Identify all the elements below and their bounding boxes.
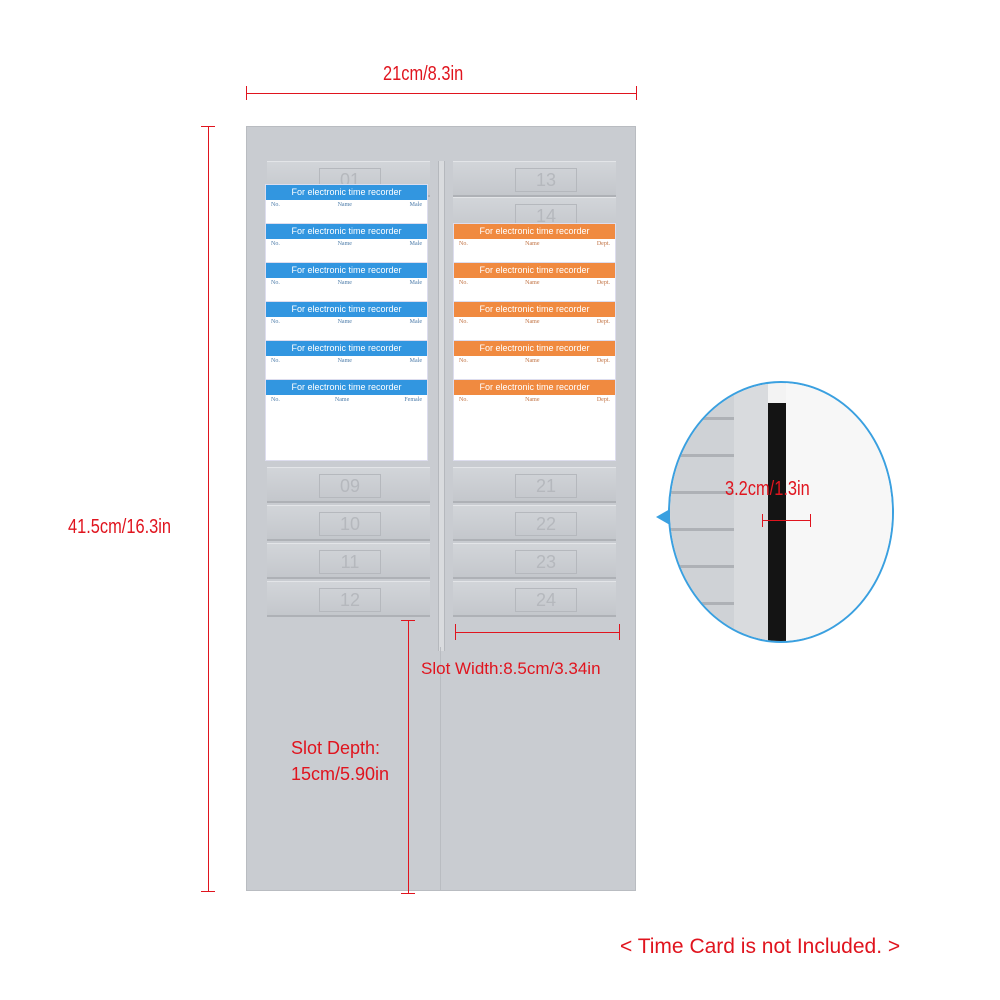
slot-left-12: 12 xyxy=(267,581,430,617)
thickness-tick-right xyxy=(810,514,811,527)
rack-edge-detail xyxy=(670,383,740,641)
card-header: For electronic time recorder xyxy=(454,302,615,317)
slot-number: 13 xyxy=(515,168,577,192)
height-dimension-line xyxy=(208,126,209,891)
card-header: For electronic time recorder xyxy=(266,185,427,200)
time-card-rack: 01 09 10 11 12 13 14 21 22 23 24 For ele… xyxy=(246,126,636,891)
rack-center-divider xyxy=(438,161,445,651)
card-header: For electronic time recorder xyxy=(266,380,427,395)
height-tick-top xyxy=(201,126,215,127)
width-tick-right xyxy=(636,86,637,100)
zoom-pointer xyxy=(656,509,670,525)
slot-left-10: 10 xyxy=(267,505,430,541)
height-tick-bottom xyxy=(201,891,215,892)
slot-right-23: 23 xyxy=(453,543,616,579)
card-header: For electronic time recorder xyxy=(454,263,615,278)
slot-width-label: Slot Width:8.5cm/3.34in xyxy=(421,659,601,678)
thickness-label: 3.2cm/1.3in xyxy=(725,478,810,500)
width-label: 21cm/8.3in xyxy=(383,63,464,85)
slot-number: 21 xyxy=(515,474,577,498)
slot-depth-label-line1: Slot Depth: xyxy=(291,738,381,758)
slot-width-tick-left xyxy=(455,624,456,640)
card-header: For electronic time recorder xyxy=(454,224,615,239)
slot-number: 12 xyxy=(319,588,381,612)
card-header: For electronic time recorder xyxy=(266,263,427,278)
slot-depth-tick-top xyxy=(401,620,415,621)
slot-depth-label-line2: 15cm/5.90in xyxy=(291,764,390,784)
slot-number: 11 xyxy=(319,550,381,574)
slot-left-09: 09 xyxy=(267,467,430,503)
white-panel-detail xyxy=(786,383,892,641)
card-header: For electronic time recorder xyxy=(266,302,427,317)
slot-number: 24 xyxy=(515,588,577,612)
slot-depth-line xyxy=(408,620,409,893)
slot-right-24: 24 xyxy=(453,581,616,617)
card-header: For electronic time recorder xyxy=(454,341,615,356)
slot-depth-tick-bottom xyxy=(401,893,415,894)
slot-width-line xyxy=(455,632,619,633)
slot-left-11: 11 xyxy=(267,543,430,579)
slot-number: 10 xyxy=(319,512,381,536)
thickness-line xyxy=(762,520,810,521)
not-included-note: < Time Card is not Included. > xyxy=(620,935,901,958)
slot-number: 22 xyxy=(515,512,577,536)
slot-width-tick-right xyxy=(619,624,620,640)
height-label: 41.5cm/16.3in xyxy=(68,516,172,538)
card-header: For electronic time recorder xyxy=(266,224,427,239)
width-dimension-line xyxy=(246,93,636,94)
thickness-tick-left xyxy=(762,514,763,527)
card-header: For electronic time recorder xyxy=(266,341,427,356)
slot-number: 23 xyxy=(515,550,577,574)
slot-right-21: 21 xyxy=(453,467,616,503)
card-header: For electronic time recorder xyxy=(454,380,615,395)
rack-bottom-seam xyxy=(440,647,441,891)
zoom-detail-circle xyxy=(668,381,894,643)
black-edge-detail xyxy=(768,403,786,641)
rack-side-detail xyxy=(734,383,768,641)
width-tick-left xyxy=(246,86,247,100)
slot-right-22: 22 xyxy=(453,505,616,541)
slot-number: 09 xyxy=(319,474,381,498)
slot-right-13: 13 xyxy=(453,161,616,197)
